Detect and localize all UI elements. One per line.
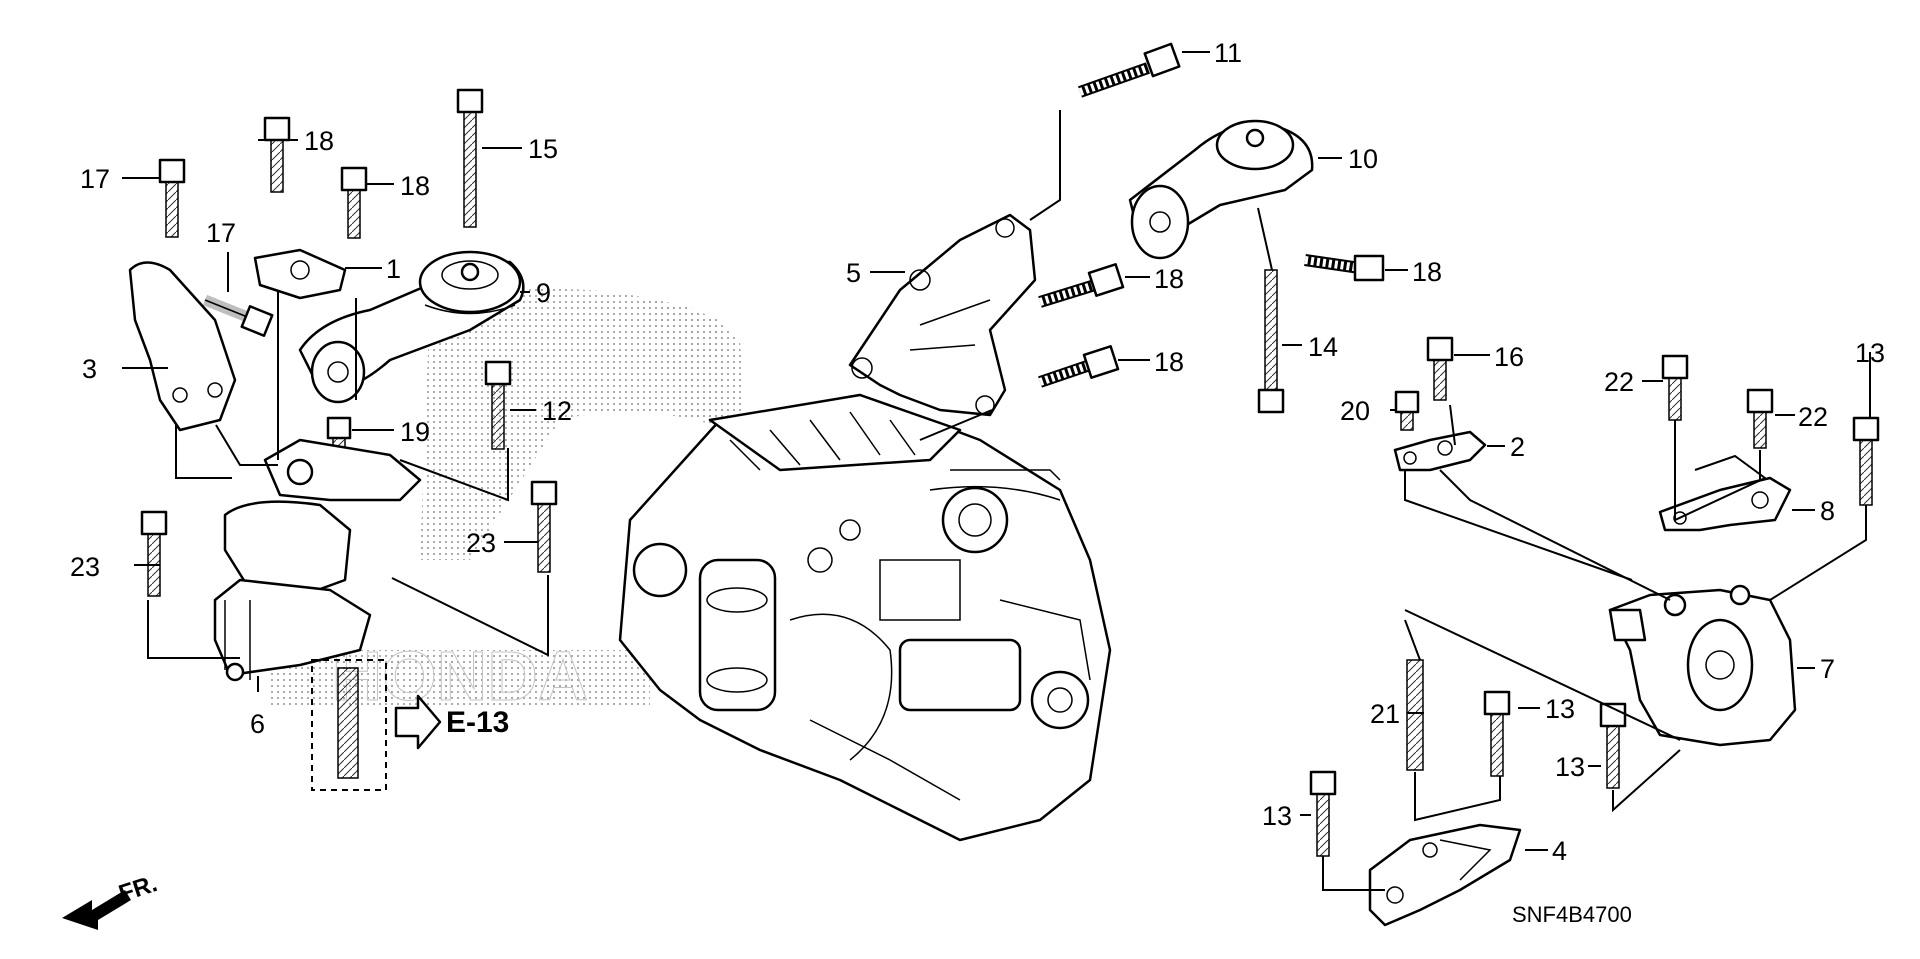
honda-watermark: HONDA xyxy=(270,288,745,716)
callout-22: 22 xyxy=(1798,402,1828,432)
callout-18: 18 xyxy=(1154,264,1184,294)
bolt-13c xyxy=(1599,702,1627,789)
watermark-text: HONDA xyxy=(332,637,589,715)
bracket-8 xyxy=(1658,476,1792,532)
callout-1: 1 xyxy=(386,254,401,284)
callout-6: 6 xyxy=(250,709,265,739)
bolt-22a xyxy=(1661,354,1689,421)
callout-18: 18 xyxy=(1412,257,1442,287)
bolt-12 xyxy=(484,360,512,450)
callout-17: 17 xyxy=(80,164,110,194)
mount-6 xyxy=(213,438,422,682)
engine-assembly xyxy=(618,393,1112,842)
reference-arrow: E-13 xyxy=(394,694,509,750)
torque-rod-10 xyxy=(1128,119,1314,260)
bolt-18c xyxy=(1038,263,1125,308)
callout-11: 11 xyxy=(1214,38,1242,68)
front-direction-indicator: FR. xyxy=(62,870,161,930)
bracket-1 xyxy=(253,248,347,300)
callout-10: 10 xyxy=(1348,144,1378,174)
callout-labels: 17 17 3 18 18 15 9 1 12 19 23 23 6 11 5 … xyxy=(70,38,1885,866)
callout-18: 18 xyxy=(1154,347,1184,377)
callout-13: 13 xyxy=(1855,338,1885,368)
stud-reference-box xyxy=(311,659,387,791)
reference-label: E-13 xyxy=(446,706,509,739)
callout-14: 14 xyxy=(1308,332,1338,362)
front-label: FR. xyxy=(116,870,161,908)
callout-12: 12 xyxy=(542,396,572,426)
callout-20: 20 xyxy=(1340,396,1370,426)
callout-13: 13 xyxy=(1545,694,1575,724)
callout-15: 15 xyxy=(528,134,558,164)
bolt-18b xyxy=(340,166,368,239)
callout-23: 23 xyxy=(70,552,100,582)
stud-21 xyxy=(1406,659,1424,771)
callout-22: 22 xyxy=(1604,367,1634,397)
callout-9: 9 xyxy=(536,278,551,308)
callout-13: 13 xyxy=(1555,752,1585,782)
bolt-11 xyxy=(1078,42,1181,98)
callout-4: 4 xyxy=(1552,836,1567,866)
bracket-5 xyxy=(848,213,1037,417)
callout-19: 19 xyxy=(400,417,430,447)
bolt-14 xyxy=(1257,269,1285,414)
bracket-4 xyxy=(1368,823,1522,927)
callout-5: 5 xyxy=(846,258,861,288)
callout-2: 2 xyxy=(1510,432,1525,462)
callout-8: 8 xyxy=(1820,496,1835,526)
diagram-code: SNF4B4700 xyxy=(1512,902,1632,927)
bolt-13b xyxy=(1483,690,1511,777)
bolt-17b xyxy=(202,294,274,337)
bolt-17a xyxy=(158,158,186,238)
bolt-22b xyxy=(1746,388,1774,449)
callout-7: 7 xyxy=(1820,654,1835,684)
bolt-23a xyxy=(140,510,168,597)
callout-21: 21 xyxy=(1370,699,1400,729)
bolt-13d xyxy=(1309,770,1337,857)
bolt-15 xyxy=(456,88,484,228)
bracket-3 xyxy=(128,261,237,432)
bolt-13a xyxy=(1852,416,1880,506)
bolt-23b xyxy=(530,480,558,573)
bolt-16 xyxy=(1426,336,1454,401)
callout-18: 18 xyxy=(400,171,430,201)
bolt-18e xyxy=(1304,254,1385,282)
callout-16: 16 xyxy=(1494,342,1524,372)
leader-lines xyxy=(122,51,1871,891)
callout-18: 18 xyxy=(304,126,334,156)
callout-23: 23 xyxy=(466,528,496,558)
bolt-18d xyxy=(1038,345,1120,388)
bolt-20 xyxy=(1394,390,1420,431)
bolt-18a xyxy=(263,116,291,193)
callout-17: 17 xyxy=(206,218,236,248)
callout-3: 3 xyxy=(82,354,97,384)
callout-13: 13 xyxy=(1262,801,1292,831)
mount-7 xyxy=(1608,584,1797,747)
